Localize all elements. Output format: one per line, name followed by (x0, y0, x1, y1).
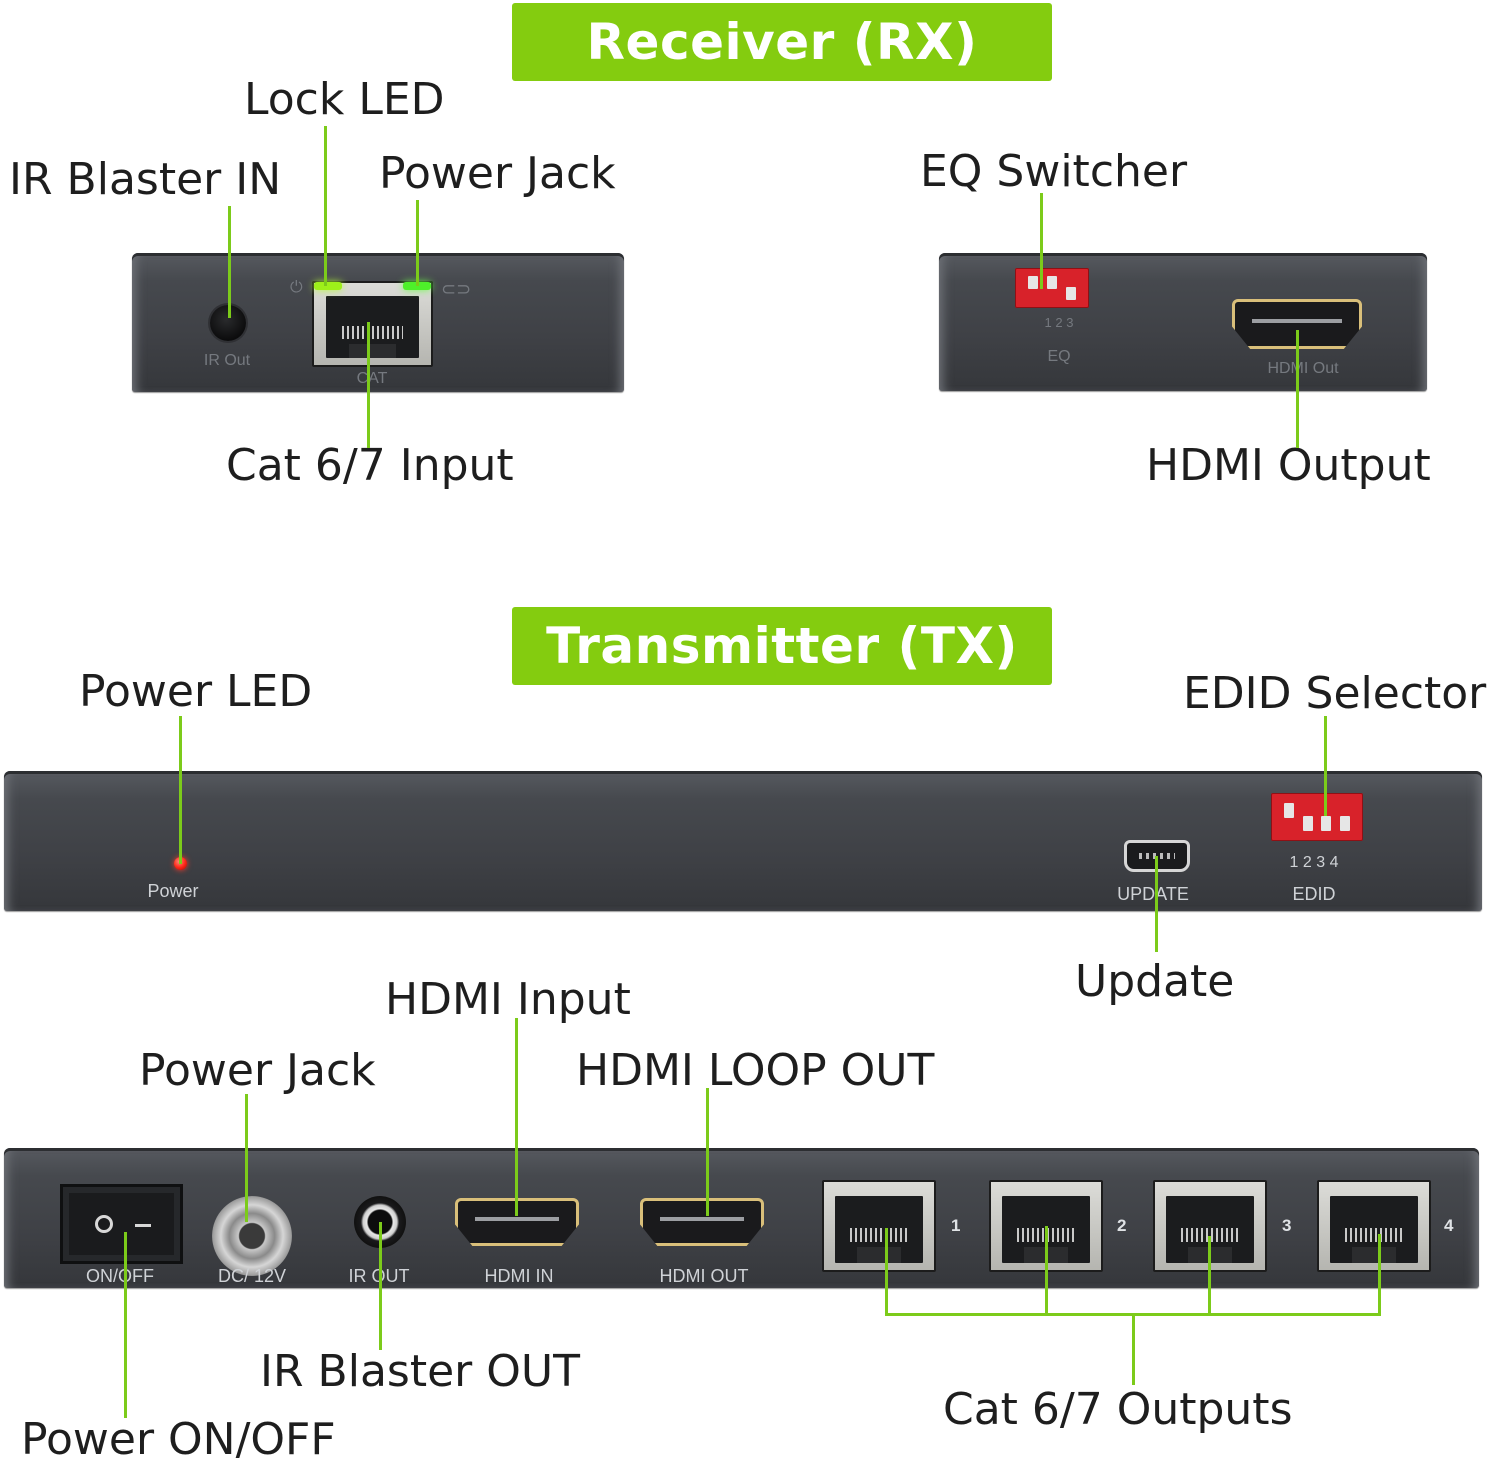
callout-cat-outputs: Cat 6/7 Outputs (943, 1384, 1293, 1435)
transmitter-front-panel: Power UPDATE 1 2 3 4 EDID (4, 771, 1482, 911)
update-label: UPDATE (1117, 884, 1189, 904)
leader-ir-blaster-out (379, 1222, 382, 1350)
leader-cat-input (367, 322, 370, 448)
power-label: Power (147, 881, 199, 901)
on-off-label: ON/OFF (86, 1266, 154, 1286)
callout-hdmi-output: HDMI Output (1146, 440, 1431, 491)
transmitter-title-banner: Transmitter (TX) (512, 607, 1052, 685)
leader-cat-output-2 (1045, 1226, 1048, 1316)
hdmi-out-label: HDMI Out (1267, 360, 1339, 377)
cat-port-number-4: 4 (1444, 1216, 1454, 1235)
edid-numbers: 1 2 3 4 (1289, 854, 1339, 871)
cat-label: CAT (356, 370, 388, 387)
leader-hdmi-loop-out (706, 1088, 709, 1216)
hdmi-loop-out-port (640, 1198, 764, 1246)
eq-switch-2[interactable] (1047, 276, 1057, 300)
hdmi-out-tx-label: HDMI OUT (659, 1266, 749, 1286)
edid-label: EDID (1292, 884, 1336, 904)
eq-numbers: 1 2 3 (1044, 315, 1074, 330)
callout-lock-led: Lock LED (244, 74, 445, 125)
receiver-title: Receiver (RX) (586, 13, 978, 71)
callout-tx-power-jack: Power Jack (139, 1045, 376, 1096)
transmitter-rear-panel: ON/OFF DC/ 12V IR OUT HDMI IN HDMI OUT 1… (4, 1148, 1479, 1288)
callout-ir-blaster-out: IR Blaster OUT (260, 1346, 580, 1397)
callout-rx-power-jack: Power Jack (379, 148, 616, 199)
callout-update: Update (1075, 956, 1235, 1007)
callout-power-led: Power LED (79, 666, 313, 717)
callout-eq-switcher: EQ Switcher (920, 146, 1188, 197)
edid-dip-switch[interactable] (1271, 793, 1363, 841)
leader-rx-power-jack (416, 200, 419, 286)
eq-switch-3[interactable] (1066, 276, 1076, 300)
callout-cat-input: Cat 6/7 Input (226, 440, 514, 491)
link-icon: ⊂⊃ (441, 279, 472, 300)
leader-lock-led (324, 126, 327, 286)
edid-switch-3[interactable] (1321, 803, 1332, 832)
edid-switch-4[interactable] (1340, 803, 1351, 832)
eq-switch-1[interactable] (1028, 276, 1038, 300)
power-rocker-switch[interactable] (60, 1184, 183, 1264)
cat-output-port-1 (822, 1180, 936, 1272)
leader-cat-output-3 (1208, 1236, 1211, 1316)
leader-power-onoff (124, 1232, 127, 1418)
leader-cat-outputs-stem (1132, 1313, 1135, 1385)
ir-out-label: IR Out (203, 352, 251, 369)
leader-hdmi-output (1296, 330, 1299, 448)
power-led-rx (403, 282, 431, 290)
dc-power-jack (212, 1196, 292, 1276)
leader-cat-output-1 (885, 1228, 888, 1316)
leader-ir-blaster-in (228, 206, 231, 318)
receiver-title-banner: Receiver (RX) (512, 3, 1052, 81)
cat-port-number-2: 2 (1117, 1216, 1127, 1235)
eq-label: EQ (1047, 348, 1071, 365)
receiver-left-panel: IR Out ⏻ ⊂⊃ CAT (132, 253, 624, 392)
edid-switch-1[interactable] (1283, 802, 1294, 832)
leader-edid-selector (1324, 716, 1327, 816)
cat-port-number-3: 3 (1282, 1216, 1292, 1235)
dc-12v-label: DC/ 12V (217, 1266, 287, 1286)
lock-led (314, 282, 342, 290)
callout-hdmi-input: HDMI Input (385, 974, 631, 1025)
callout-edid-selector: EDID Selector (1183, 668, 1487, 719)
leader-eq-switcher (1040, 193, 1043, 289)
receiver-right-panel: 1 2 3 EQ HDMI Out (939, 253, 1427, 391)
leader-tx-power-jack (245, 1094, 248, 1222)
edid-switch-2[interactable] (1302, 803, 1313, 832)
hdmi-in-label: HDMI IN (484, 1266, 554, 1286)
leader-cat-output-4 (1378, 1234, 1381, 1316)
leader-power-led (179, 716, 182, 864)
transmitter-title: Transmitter (TX) (546, 617, 1018, 675)
callout-power-onoff: Power ON/OFF (21, 1414, 336, 1461)
eq-dip-switch[interactable] (1015, 268, 1089, 308)
callout-ir-blaster-in: IR Blaster IN (9, 154, 282, 205)
callout-hdmi-loop-out: HDMI LOOP OUT (576, 1045, 935, 1096)
power-icon: ⏻ (290, 277, 303, 296)
leader-update (1155, 856, 1158, 952)
cat-input-port (312, 281, 433, 367)
cat-output-port-4 (1317, 1180, 1431, 1272)
cat-port-number-1: 1 (951, 1216, 961, 1235)
leader-hdmi-input (515, 1018, 518, 1216)
